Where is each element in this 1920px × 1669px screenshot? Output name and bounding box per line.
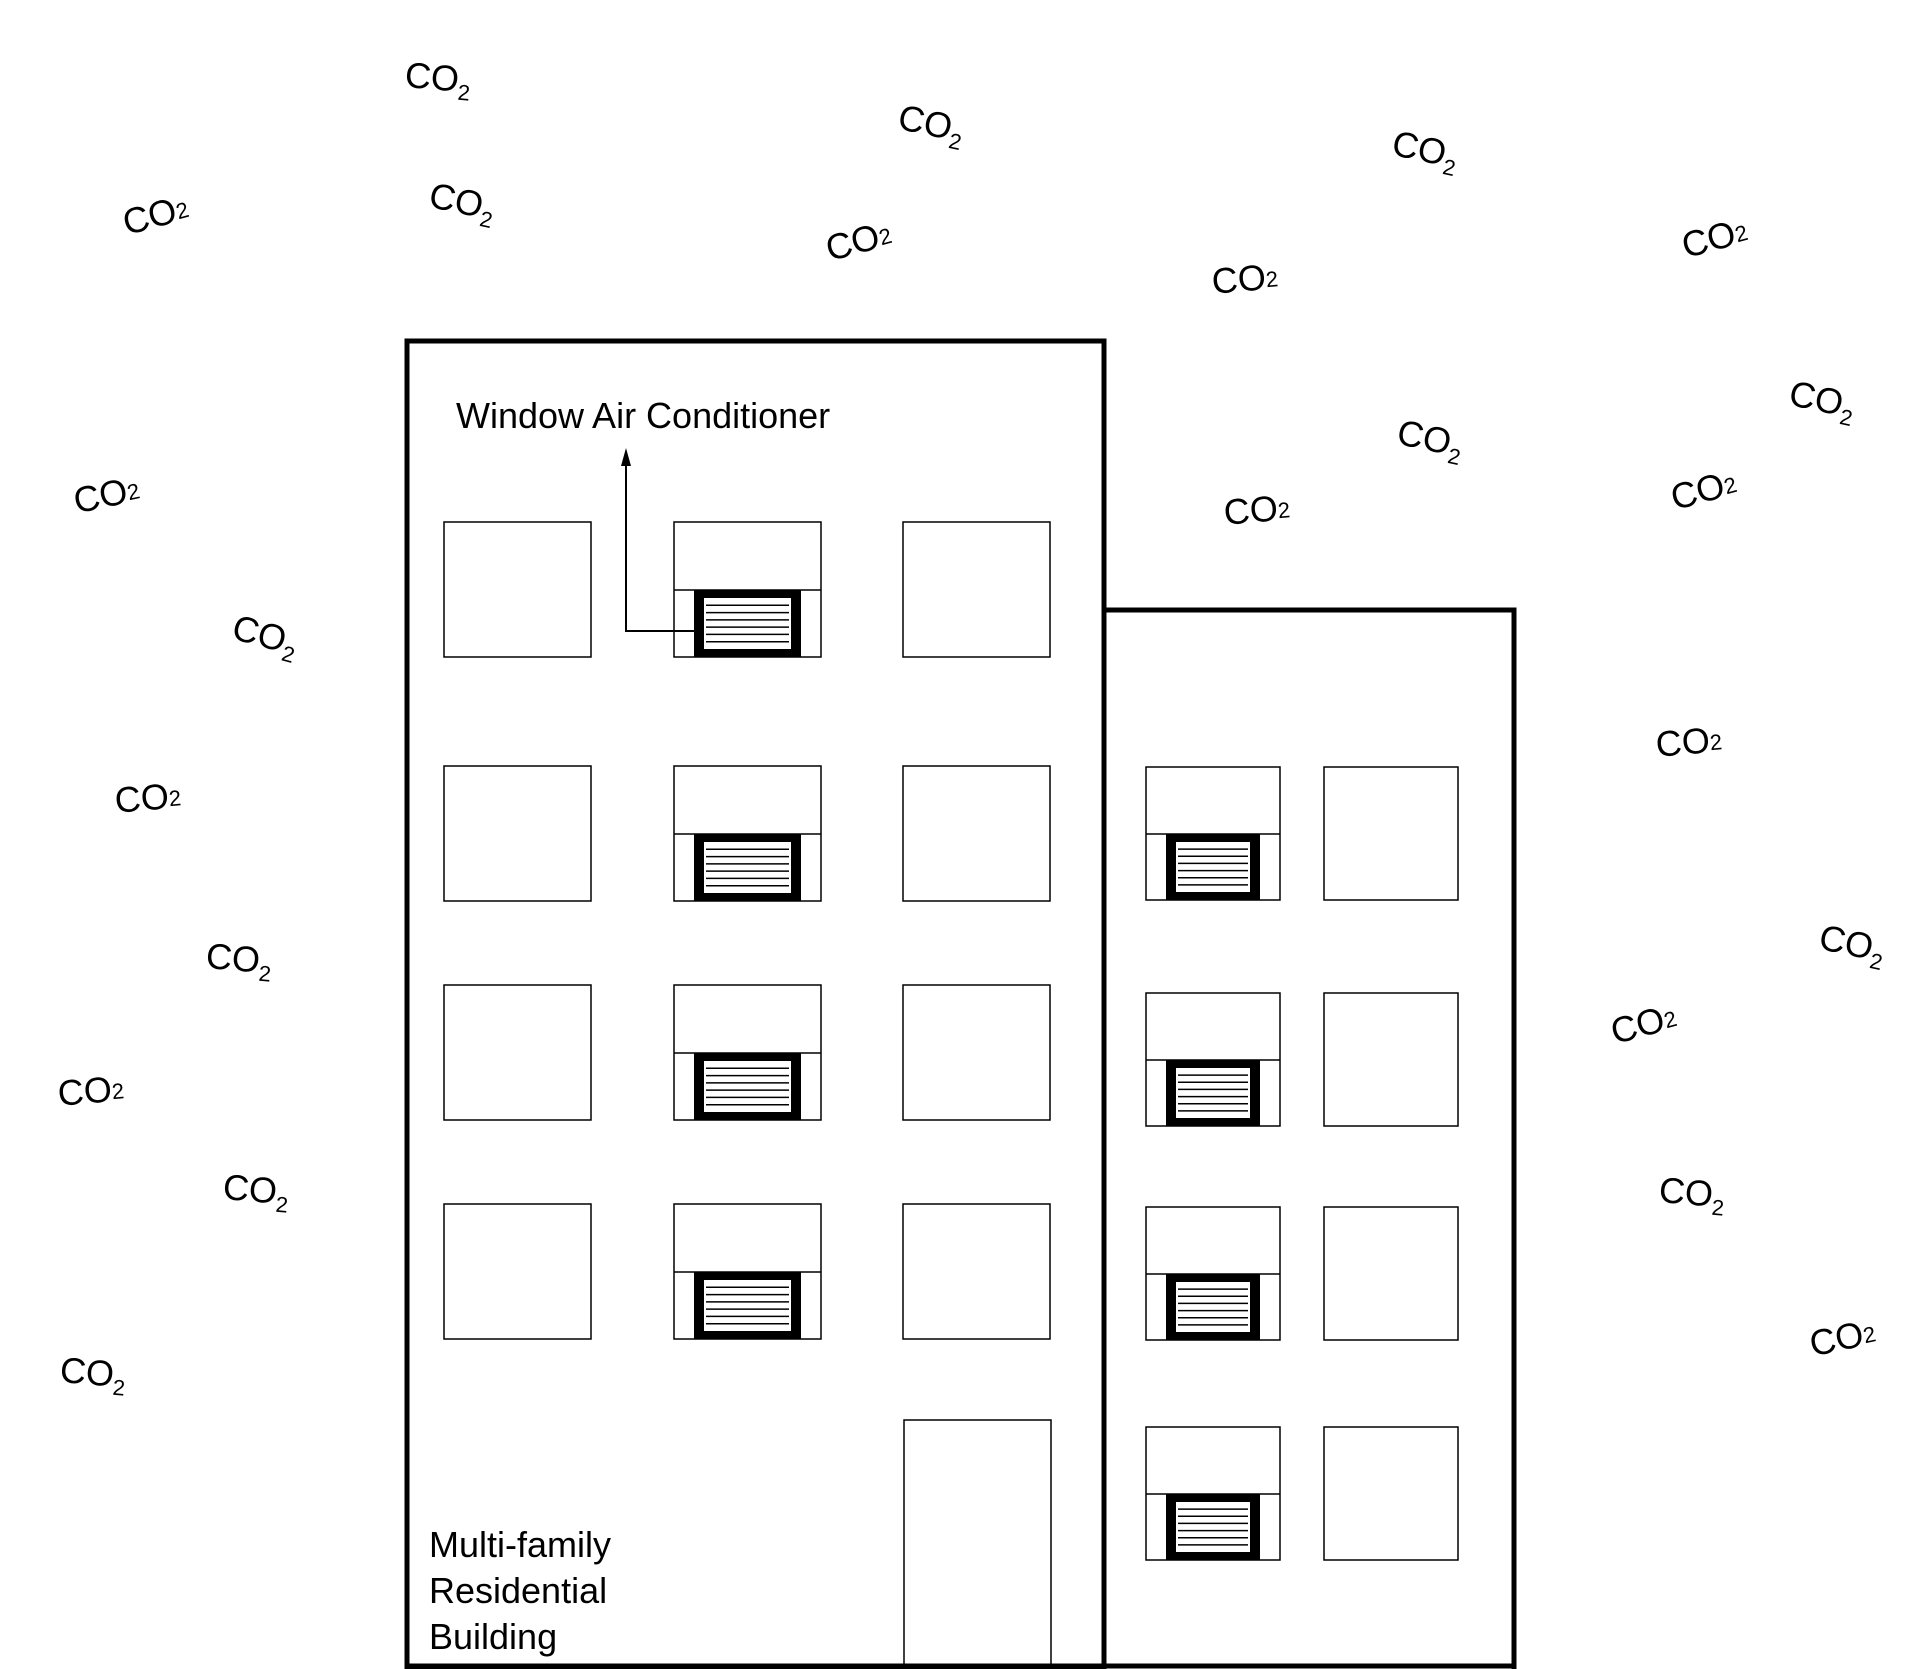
window bbox=[443, 765, 592, 902]
co2-molecule-label: CO2 bbox=[403, 54, 473, 106]
annex-building-windows bbox=[1145, 766, 1459, 1561]
annex-building-outline bbox=[1104, 607, 1517, 1669]
air-conditioner-unit bbox=[1166, 1494, 1260, 1560]
svg-text:CO2: CO2 bbox=[56, 1067, 126, 1114]
window bbox=[902, 984, 1051, 1121]
window bbox=[1323, 766, 1459, 901]
co2-molecule-label: CO2 bbox=[58, 1349, 128, 1401]
air-conditioner-unit bbox=[694, 834, 801, 901]
svg-text:CO2: CO2 bbox=[1666, 461, 1741, 518]
svg-text:CO2: CO2 bbox=[425, 174, 499, 233]
svg-text:CO2: CO2 bbox=[118, 186, 193, 243]
air-conditioner-unit bbox=[1166, 834, 1260, 900]
svg-text:CO2: CO2 bbox=[1677, 209, 1752, 266]
svg-text:CO2: CO2 bbox=[1806, 1310, 1879, 1364]
svg-text:CO2: CO2 bbox=[403, 54, 473, 106]
window-with-ac-unit bbox=[673, 521, 822, 658]
co2-molecule-label: CO2 bbox=[1222, 486, 1292, 533]
co2-molecule-label: CO2 bbox=[70, 467, 143, 521]
window-with-ac-unit bbox=[673, 765, 822, 902]
co2-molecule-label: CO2 bbox=[1666, 461, 1741, 518]
co2-molecule-label: CO2 bbox=[1606, 995, 1681, 1052]
building-label-line2: Residential bbox=[429, 1570, 607, 1611]
svg-text:CO2: CO2 bbox=[113, 774, 183, 821]
svg-text:CO2: CO2 bbox=[894, 96, 968, 155]
window-with-ac-unit bbox=[673, 1203, 822, 1340]
callout-arrowhead bbox=[621, 448, 631, 466]
co2-molecule-label: CO2 bbox=[1210, 255, 1280, 302]
svg-text:CO2: CO2 bbox=[1785, 372, 1859, 431]
building-label-line1: Multi-family bbox=[429, 1524, 611, 1565]
building-label-line3: Building bbox=[429, 1616, 557, 1657]
window bbox=[902, 521, 1051, 658]
co2-molecule-label: CO2 bbox=[1393, 411, 1467, 470]
air-conditioner-unit bbox=[694, 590, 801, 657]
air-conditioner-unit bbox=[1166, 1274, 1260, 1340]
svg-text:CO2: CO2 bbox=[1222, 486, 1292, 533]
window bbox=[1323, 992, 1459, 1127]
window-with-ac-unit bbox=[673, 984, 822, 1121]
tall-building-windows bbox=[443, 521, 1051, 1340]
svg-text:CO2: CO2 bbox=[1657, 1169, 1727, 1221]
co2-molecule-label: CO2 bbox=[1657, 1169, 1727, 1221]
window-with-ac-unit bbox=[1145, 1426, 1281, 1561]
co2-molecule-label: CO2 bbox=[204, 935, 274, 987]
svg-text:CO2: CO2 bbox=[1815, 916, 1889, 975]
co2-molecule-label: CO2 bbox=[1785, 372, 1859, 431]
co2-molecule-label: CO2 bbox=[113, 774, 183, 821]
co2-molecule-label: CO2 bbox=[1388, 122, 1462, 181]
window bbox=[443, 1203, 592, 1340]
svg-text:CO2: CO2 bbox=[70, 467, 143, 521]
air-conditioner-unit bbox=[1166, 1060, 1260, 1126]
window bbox=[1323, 1426, 1459, 1561]
window bbox=[902, 765, 1051, 902]
co2-molecule-label: CO2 bbox=[1815, 916, 1889, 975]
svg-text:CO2: CO2 bbox=[1654, 718, 1724, 765]
co2-molecule-label: CO2 bbox=[1654, 718, 1724, 765]
co2-molecule-label: CO2 bbox=[227, 606, 303, 668]
svg-text:CO2: CO2 bbox=[1210, 255, 1280, 302]
window bbox=[443, 521, 592, 658]
svg-text:CO2: CO2 bbox=[1388, 122, 1462, 181]
co2-molecule-label: CO2 bbox=[821, 212, 896, 269]
svg-text:CO2: CO2 bbox=[1606, 995, 1681, 1052]
co2-molecule-label: CO2 bbox=[221, 1166, 291, 1218]
svg-text:CO2: CO2 bbox=[821, 212, 896, 269]
window-with-ac-unit bbox=[1145, 1206, 1281, 1341]
callout-arrow-line bbox=[625, 458, 694, 632]
co2-molecule-label: CO2 bbox=[894, 96, 968, 155]
svg-text:CO2: CO2 bbox=[58, 1349, 128, 1401]
co2-molecule-label: CO2 bbox=[1806, 1310, 1879, 1364]
tall-building-outline bbox=[404, 338, 1107, 1669]
air-conditioner-unit bbox=[694, 1053, 801, 1120]
entrance-door bbox=[903, 1419, 1052, 1669]
co2-molecule-label: CO2 bbox=[425, 174, 499, 233]
svg-text:CO2: CO2 bbox=[221, 1166, 291, 1218]
svg-text:CO2: CO2 bbox=[227, 606, 303, 668]
co2-molecule-label: CO2 bbox=[118, 186, 193, 243]
ac-callout-label: Window Air Conditioner bbox=[456, 395, 830, 436]
window bbox=[902, 1203, 1051, 1340]
svg-text:CO2: CO2 bbox=[1393, 411, 1467, 470]
co2-molecule-label: CO2 bbox=[56, 1067, 126, 1114]
window-with-ac-unit bbox=[1145, 992, 1281, 1127]
svg-text:CO2: CO2 bbox=[204, 935, 274, 987]
co2-molecule-label: CO2 bbox=[1677, 209, 1752, 266]
air-conditioner-unit bbox=[694, 1272, 801, 1339]
window bbox=[1323, 1206, 1459, 1341]
window bbox=[443, 984, 592, 1121]
window-with-ac-unit bbox=[1145, 766, 1281, 901]
